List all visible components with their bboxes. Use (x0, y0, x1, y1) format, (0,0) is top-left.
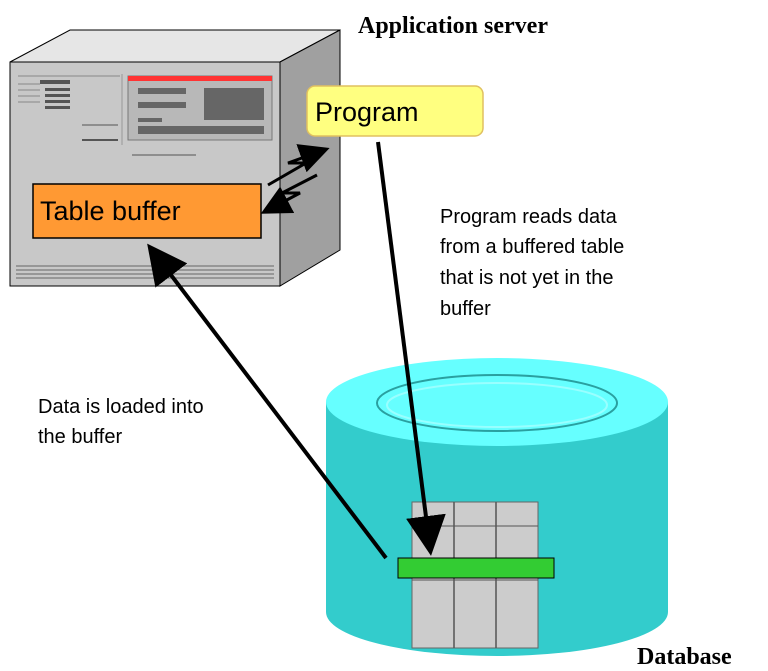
read-note-line-1: Program reads data (440, 206, 618, 228)
database-table (397, 501, 555, 649)
request-arrow (267, 144, 330, 187)
application-server (9, 29, 341, 287)
screen-title-bar (128, 76, 272, 81)
application-server-title: Application server (358, 13, 548, 39)
table-buffer-label: Table buffer (40, 196, 181, 226)
table-buffer-box (32, 183, 262, 239)
program-label: Program (315, 97, 419, 127)
table-buffer: Table buffer (32, 183, 262, 239)
read-note-line-3: that is not yet in the (440, 267, 613, 289)
return-arrow (260, 173, 318, 214)
database-title: Database (637, 644, 732, 670)
read-note: Program reads data from a buffered table… (440, 206, 624, 320)
load-note: Data is loaded into the buffer (38, 396, 204, 448)
program: Program (306, 85, 484, 137)
database-top-ring (376, 374, 618, 432)
server-panel-details (16, 74, 274, 279)
requested-row-highlight (397, 557, 555, 579)
load-note-line-1: Data is loaded into (38, 396, 204, 418)
buffer-program-exchange (260, 144, 330, 214)
server-side-face (279, 29, 341, 287)
read-note-line-2: from a buffered table (440, 236, 624, 258)
program-box (306, 85, 484, 137)
database (326, 358, 668, 656)
load-arrow (147, 243, 388, 560)
read-note-line-4: buffer (440, 298, 491, 320)
read-request-arrow (376, 141, 446, 556)
load-note-line-2: the buffer (38, 426, 122, 448)
database-top (326, 358, 668, 446)
